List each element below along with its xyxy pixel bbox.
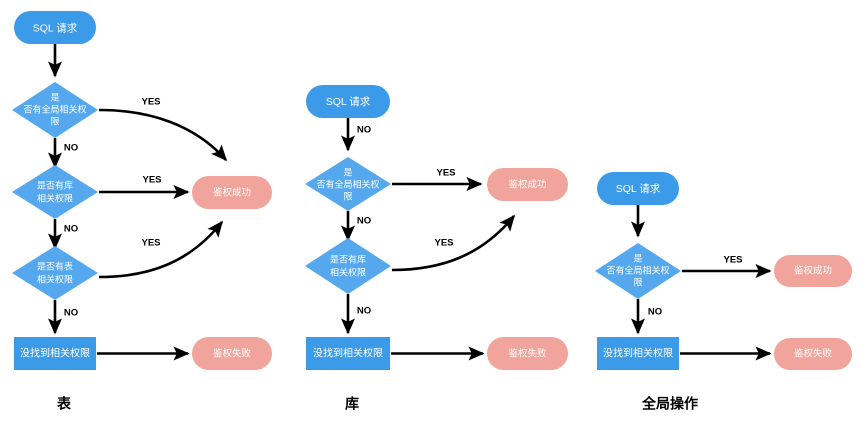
node-shape-diamond — [12, 82, 98, 138]
node-auth-failure-global[interactable]: 鉴权失败 — [774, 338, 852, 370]
node-shape-rounded-rect — [487, 168, 568, 201]
node-label-decision-db-line1: 是否有库 — [37, 179, 73, 190]
group-caption-table: 表 — [56, 396, 72, 412]
node-shape-rect — [597, 337, 679, 370]
node-auth-failure-database[interactable]: 鉴权失败 — [487, 337, 568, 370]
node-label-decision-db-line1: 是否有库 — [330, 253, 366, 264]
node-label-start: SQL 请求 — [616, 182, 661, 195]
node-shape-rounded-rect — [774, 338, 852, 370]
edge-db-yes-to-success — [391, 214, 516, 272]
edge-label-no-global: NO — [64, 143, 78, 154]
node-label-auth-failure: 鉴权失败 — [794, 348, 833, 360]
group-caption-database: 库 — [345, 396, 359, 412]
node-label-decision-global-line2: 否有全局相关权 — [316, 178, 379, 189]
node-label-not-found: 没找到相关权限 — [313, 347, 383, 360]
node-auth-failure-table[interactable]: 鉴权失败 — [192, 337, 272, 370]
edge-label-yes-db: YES — [142, 175, 161, 186]
node-auth-success-global[interactable]: 鉴权成功 — [774, 255, 852, 287]
node-start-table[interactable]: SQL 请求 — [14, 11, 96, 44]
node-label-decision-global-line2: 否有全局相关权 — [606, 264, 669, 275]
node-start-database[interactable]: SQL 请求 — [306, 85, 390, 118]
node-shape-diamond — [305, 238, 391, 294]
node-shape-rounded-rect — [487, 337, 568, 370]
node-start-global[interactable]: SQL 请求 — [597, 172, 679, 205]
node-shape-rounded-rect — [597, 172, 679, 205]
node-decision-global-table[interactable]: 是 否有全局相关权 限 — [12, 82, 98, 138]
node-label-decision-global-line1: 是 — [633, 253, 642, 263]
node-shape-diamond — [305, 157, 391, 211]
edge-label-yes-global: YES — [141, 97, 160, 108]
edge-label-no-db: NO — [64, 224, 78, 235]
node-shape-diamond — [12, 246, 98, 300]
node-label-auth-success: 鉴权成功 — [213, 187, 251, 199]
node-shape-rect — [306, 337, 390, 370]
node-label-decision-global-line3: 限 — [50, 116, 59, 126]
edge-label-yes-global: YES — [436, 168, 455, 179]
node-decision-global-database[interactable]: 是 否有全局相关权 限 — [305, 157, 391, 211]
edge-label-no-db: NO — [357, 306, 371, 317]
edge-label-no-table: NO — [64, 308, 78, 319]
node-label-decision-global-line3: 限 — [343, 191, 352, 201]
group-database: SQL 请求 NO 是 否有全局相关权 限 YES NO 是否有库 相 — [305, 85, 568, 412]
node-label-decision-global-line1: 是 — [50, 92, 59, 102]
node-label-auth-success: 鉴权成功 — [794, 265, 832, 277]
group-caption-global: 全局操作 — [641, 396, 698, 412]
node-label-not-found: 没找到相关权限 — [603, 347, 673, 360]
node-shape-rounded-rect — [774, 255, 852, 287]
node-decision-db-database[interactable]: 是否有库 相关权限 — [305, 238, 391, 294]
node-label-decision-global-line1: 是 — [343, 167, 352, 177]
node-shape-rounded-rect — [192, 337, 272, 370]
node-decision-global-global[interactable]: 是 否有全局相关权 限 — [595, 243, 681, 299]
node-not-found-table[interactable]: 没找到相关权限 — [14, 337, 96, 370]
node-label-auth-failure: 鉴权失败 — [213, 348, 252, 360]
node-not-found-global[interactable]: 没找到相关权限 — [597, 337, 679, 370]
edge-label-no-start: NO — [357, 125, 371, 136]
edge-label-yes-db: YES — [434, 238, 453, 249]
edge-global-yes-to-success — [98, 108, 228, 162]
edge-label-yes-global: YES — [723, 255, 742, 266]
node-shape-rounded-rect — [306, 85, 390, 118]
node-auth-success-database[interactable]: 鉴权成功 — [487, 168, 568, 201]
node-label-decision-global-line2: 否有全局相关权 — [23, 103, 86, 114]
node-label-decision-global-line3: 限 — [633, 277, 642, 287]
node-shape-rounded-rect — [14, 11, 96, 44]
node-label-not-found: 没找到相关权限 — [20, 347, 90, 360]
edge-label-yes-table: YES — [141, 238, 160, 249]
node-decision-table-table[interactable]: 是否有表 相关权限 — [12, 246, 98, 300]
node-label-decision-db-line2: 相关权限 — [330, 266, 366, 277]
node-shape-rounded-rect — [192, 176, 272, 209]
node-label-start: SQL 请求 — [326, 95, 371, 108]
edge-table-yes-to-success — [98, 220, 224, 279]
group-table: SQL 请求 是 否有全局相关权 限 YES NO 是否有库 相关权限 — [12, 11, 272, 412]
node-auth-success-table[interactable]: 鉴权成功 — [192, 176, 272, 209]
node-label-start: SQL 请求 — [33, 21, 78, 34]
edge-label-no-global: NO — [357, 216, 371, 227]
group-global: SQL 请求 是 否有全局相关权 限 YES NO 没找到相关权限 — [595, 172, 852, 412]
node-label-decision-table-line2: 相关权限 — [37, 273, 73, 284]
node-shape-diamond — [595, 243, 681, 299]
node-not-found-database[interactable]: 没找到相关权限 — [306, 337, 390, 370]
node-label-auth-failure: 鉴权失败 — [508, 348, 547, 360]
node-label-decision-db-line2: 相关权限 — [37, 192, 73, 203]
node-label-decision-table-line1: 是否有表 — [37, 260, 73, 271]
node-decision-db-table[interactable]: 是否有库 相关权限 — [12, 165, 98, 219]
node-label-auth-success: 鉴权成功 — [508, 179, 546, 191]
node-shape-rect — [14, 337, 96, 370]
node-shape-diamond — [12, 165, 98, 219]
edge-label-no-global: NO — [648, 307, 662, 318]
